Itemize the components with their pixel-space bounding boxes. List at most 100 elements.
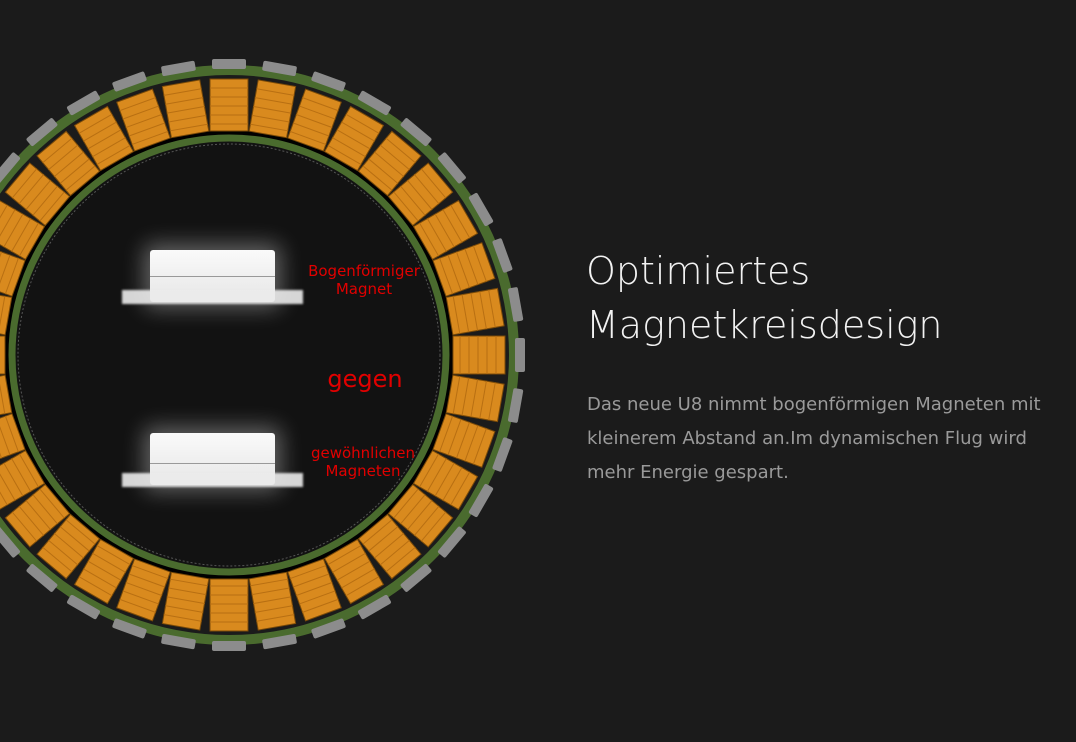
- coil-winding: [39, 191, 65, 222]
- coil-winding: [11, 458, 32, 492]
- coil-winding: [19, 222, 39, 257]
- magnet-segment: [358, 594, 391, 620]
- coil-winding: [442, 209, 463, 243]
- coil-winding: [96, 545, 131, 565]
- stator-tooth: [323, 538, 391, 620]
- coil-winding: [11, 511, 38, 542]
- coil-winding: [250, 578, 288, 587]
- stator-tooth: [445, 374, 524, 423]
- coil-winding: [3, 462, 24, 497]
- magnet-segment: [67, 90, 100, 116]
- coil-winding: [472, 428, 487, 465]
- coil-winding: [128, 122, 165, 137]
- stator-tooth: [0, 335, 6, 375]
- coil-winding: [332, 137, 366, 158]
- coil-winding: [4, 415, 19, 453]
- coil-winding: [420, 511, 447, 542]
- magnet-segment: [112, 71, 147, 92]
- arc-magnet-label-line1: Bogenförmiger: [308, 262, 420, 280]
- coil-winding: [0, 419, 11, 456]
- coil-winding: [54, 533, 84, 559]
- coil-winding: [96, 145, 131, 165]
- copper-coil: [248, 571, 297, 631]
- coil-winding: [299, 590, 336, 605]
- stator-tooth: [112, 558, 171, 639]
- coil-winding: [447, 254, 462, 291]
- stator-tooth: [209, 578, 249, 651]
- copper-coil: [248, 79, 297, 139]
- coil-winding: [32, 185, 58, 216]
- coil-winding: [122, 590, 159, 605]
- coil-winding: [419, 453, 439, 488]
- coil-winding: [385, 137, 416, 164]
- magnet-segment: [508, 388, 524, 423]
- coil-winding: [452, 296, 461, 334]
- stator-tooth: [0, 242, 26, 297]
- magnet-segment: [437, 526, 466, 558]
- coil-winding: [119, 598, 156, 613]
- coil-winding: [19, 453, 39, 488]
- stator-tooth: [161, 571, 210, 650]
- magnet-segment: [0, 152, 21, 184]
- copper-coil: [4, 162, 71, 227]
- coil-winding: [166, 105, 205, 114]
- copper-coil: [445, 287, 505, 336]
- stator-tooth: [209, 59, 249, 132]
- coil-winding: [439, 415, 454, 453]
- coil-winding: [341, 121, 375, 142]
- coil-winding: [400, 185, 426, 216]
- coil-winding: [0, 471, 8, 506]
- coil-winding: [131, 565, 169, 580]
- coil-winding: [65, 519, 96, 545]
- stator-tooth: [67, 90, 135, 172]
- coil-winding: [296, 114, 333, 128]
- copper-coil: [412, 449, 479, 511]
- coil-winding: [336, 129, 371, 150]
- coil-winding: [368, 526, 399, 552]
- coil-winding: [125, 114, 162, 128]
- coil-winding: [128, 573, 165, 588]
- copper-coil: [161, 571, 210, 631]
- page-title: Optimiertes Magnetkreisdesign: [586, 244, 943, 352]
- coil-winding: [442, 467, 463, 501]
- coil-winding: [87, 129, 122, 150]
- copper-coil: [0, 199, 46, 261]
- coil-winding: [461, 294, 470, 333]
- stator-tooth: [287, 558, 346, 639]
- coil-winding: [464, 425, 479, 462]
- stator-tooth: [248, 60, 297, 139]
- coil-winding: [39, 488, 65, 519]
- arc-magnet-label: Bogenförmiger Magnet: [296, 262, 432, 298]
- coil-winding: [450, 204, 471, 239]
- arc-magnet-image: [122, 250, 303, 304]
- magnet-segment: [515, 338, 525, 372]
- coil-winding: [327, 545, 362, 565]
- coil-winding: [345, 576, 380, 597]
- coil-winding: [165, 605, 203, 613]
- coil-winding: [414, 505, 440, 536]
- coil-winding: [368, 158, 399, 184]
- coil-winding: [59, 526, 90, 552]
- coil-winding: [11, 168, 38, 199]
- copper-coil: [323, 105, 385, 172]
- magnet-segment: [0, 526, 21, 558]
- coil-winding: [251, 587, 290, 596]
- copper-coil: [387, 162, 454, 227]
- magnet-segment: [311, 618, 346, 639]
- copper-coil: [73, 538, 135, 605]
- copper-coil: [36, 130, 101, 197]
- coil-winding: [293, 573, 330, 588]
- coil-winding: [166, 596, 205, 605]
- coil-winding: [163, 614, 202, 622]
- coil-winding: [450, 471, 471, 506]
- coil-winding: [25, 500, 51, 530]
- coil-winding: [256, 88, 295, 96]
- coil-winding: [92, 137, 126, 158]
- coil-winding: [92, 552, 126, 573]
- stator-tooth: [112, 71, 171, 152]
- copper-coil: [357, 130, 422, 197]
- coil-winding: [251, 114, 290, 123]
- coil-winding: [447, 419, 462, 456]
- coil-winding: [393, 191, 419, 222]
- coil-winding: [42, 546, 73, 573]
